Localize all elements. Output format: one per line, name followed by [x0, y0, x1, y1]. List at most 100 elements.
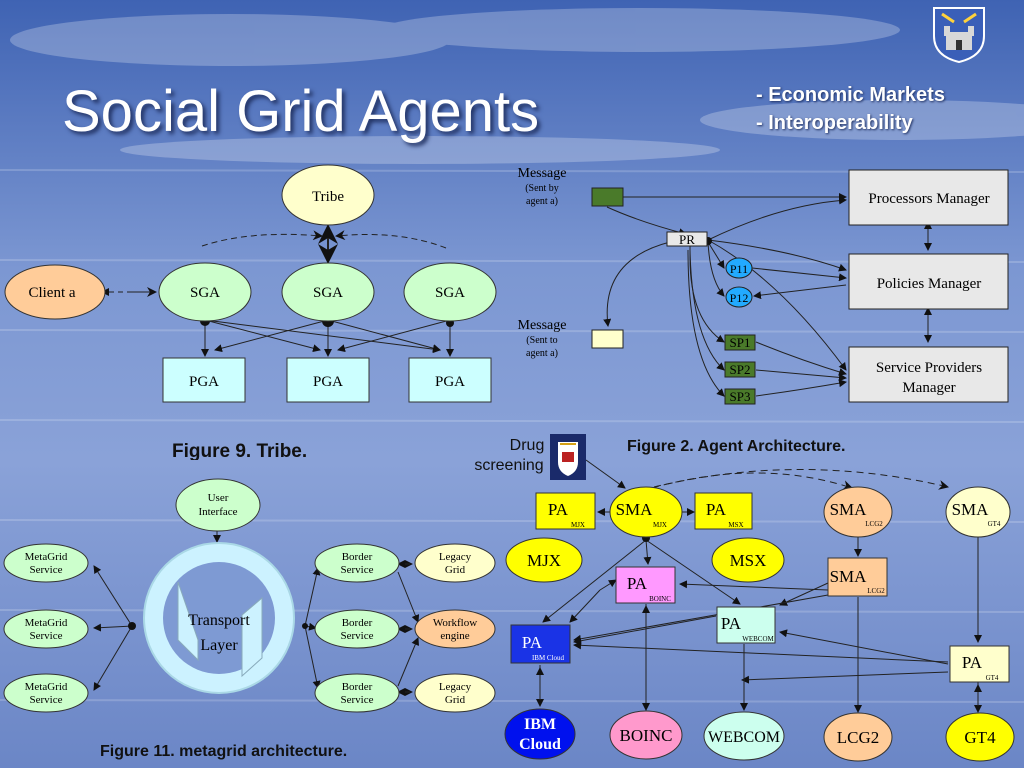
bullet-interoperability: - Interoperability — [756, 112, 913, 134]
pga-label-2: PGA — [313, 374, 343, 390]
pga-node-1 — [162, 357, 246, 403]
transport-label-line1: Transport — [188, 612, 250, 629]
message-in-title: Message — [518, 166, 567, 181]
metagrid-service-1-line2: Service — [30, 564, 63, 576]
metagrid-service-2-line1: MetaGrid — [25, 617, 68, 629]
pa-mjx-box — [535, 492, 596, 530]
pa-boinc-box — [615, 566, 676, 604]
pa-gt4-box — [949, 645, 1010, 683]
college-crest-icon — [550, 434, 586, 480]
tribe-diagram: Tribe Client a SGA SGA SGA PGA PGA PGA F… — [4, 164, 497, 460]
figure-2-caption: Figure 2. Agent Architecture. — [627, 438, 845, 455]
sga-label-1: SGA — [190, 285, 220, 301]
drug-screening-label-line2: screening — [474, 457, 543, 474]
sma-gt4-sub: GT4 — [988, 520, 1001, 528]
message-in-line2: (Sent by — [525, 183, 559, 194]
workflow-engine-line1: Workflow — [433, 617, 477, 629]
metagrid-service-3-line1: MetaGrid — [25, 681, 68, 693]
sga-node-2 — [281, 262, 375, 322]
slide-title: Social Grid Agents — [62, 79, 540, 144]
pa-ibm-cloud-sub: IBM Cloud — [532, 654, 565, 662]
metagrid-service-3-line2: Service — [30, 694, 63, 706]
resource-gt4-label: GT4 — [964, 728, 996, 747]
sma-gt4-node — [945, 486, 1011, 538]
sga-node-3 — [403, 262, 497, 322]
pga-label-3: PGA — [435, 374, 465, 390]
resource-lcg2-label: LCG2 — [837, 728, 880, 747]
pga-label-1: PGA — [189, 374, 219, 390]
tribe-label: Tribe — [312, 189, 344, 205]
pa-boinc-label: PA — [627, 574, 648, 593]
sp3-box — [724, 388, 756, 405]
resource-msx-label: MSX — [730, 551, 767, 570]
sma-lcg2-node — [823, 486, 893, 538]
pa-webcom-box — [716, 606, 776, 644]
metagrid-service-node-1 — [3, 543, 89, 583]
sp2-label: SP2 — [730, 362, 751, 377]
border-service-node-3 — [314, 673, 400, 713]
legacy-grid-2-line1: Legacy — [439, 681, 472, 693]
service-providers-manager-box — [848, 346, 1009, 403]
metagrid-service-1-line1: MetaGrid — [25, 551, 68, 563]
resource-gt4-node — [945, 712, 1015, 762]
resource-mjx-label: MJX — [527, 551, 561, 570]
pa-mjx-sub: MJX — [571, 521, 585, 529]
resource-lcg2-node — [823, 712, 893, 762]
client-label: Client a — [28, 285, 75, 301]
border-service-3-line2: Service — [341, 694, 374, 706]
metagrid-service-2-line2: Service — [30, 630, 63, 642]
processors-manager-label: Processors Manager — [868, 191, 989, 207]
transport-label-line2: Layer — [200, 637, 238, 654]
resource-mjx-node — [505, 537, 583, 583]
legacy-grid-node-1 — [414, 543, 496, 583]
legacy-grid-2-line2: Grid — [445, 694, 466, 706]
sma-mjx-label: SMA — [616, 500, 654, 519]
border-service-3-line1: Border — [342, 681, 373, 693]
sma-lcg2-sub: LCG2 — [865, 520, 883, 528]
metagrid-service-node-3 — [3, 673, 89, 713]
message-in-line3: agent a) — [526, 196, 558, 207]
sma-lcg2-box-sub: LCG2 — [867, 587, 885, 595]
bullet-economic-markets: - Economic Markets — [756, 84, 945, 106]
p11-node — [725, 257, 753, 279]
border-service-2-line2: Service — [341, 630, 374, 642]
pa-msx-label: PA — [706, 500, 727, 519]
pa-gt4-label: PA — [962, 653, 983, 672]
border-service-1-line2: Service — [341, 564, 374, 576]
sma-gt4-label: SMA — [952, 500, 990, 519]
resource-ibm-cloud-node — [504, 708, 576, 760]
message-out-line2: (Sent to — [526, 335, 557, 346]
sp2-box — [724, 361, 756, 378]
user-interface-node — [175, 478, 261, 532]
metagrid-service-node-2 — [3, 609, 89, 649]
sga-label-3: SGA — [435, 285, 465, 301]
pa-ibm-cloud-label: PA — [522, 633, 543, 652]
legacy-grid-1-line1: Legacy — [439, 551, 472, 563]
resource-webcom-node — [703, 711, 785, 761]
drug-screening-label-line1: Drug — [510, 437, 545, 454]
drug-screening-diagram: Drug screening Figure 2. Agent Architect… — [474, 434, 1015, 762]
border-service-2-line1: Border — [342, 617, 373, 629]
resource-webcom-label: WEBCOM — [708, 729, 780, 746]
sma-lcg2-box — [827, 557, 888, 597]
workflow-engine-node — [414, 609, 496, 649]
border-service-node-1 — [314, 543, 400, 583]
pa-webcom-label: PA — [721, 614, 742, 633]
client-node — [4, 264, 106, 320]
sga-node-1 — [158, 262, 252, 322]
pa-webcom-sub: WEBCOM — [742, 635, 774, 643]
pa-mjx-label: PA — [548, 500, 569, 519]
sma-lcg2-label: SMA — [830, 500, 868, 519]
sp1-box — [724, 334, 756, 351]
message-out-box — [591, 329, 624, 349]
legacy-grid-node-2 — [414, 673, 496, 713]
sma-mjx-sub: MJX — [653, 521, 667, 529]
policies-manager-label: Policies Manager — [877, 276, 982, 292]
sma-mjx-node — [609, 486, 683, 538]
sp3-label: SP3 — [730, 389, 751, 404]
user-interface-label-line2: Interface — [198, 506, 237, 518]
resource-boinc-node — [609, 710, 683, 760]
agent-architecture-diagram: Message (Sent by agent a) Message (Sent … — [518, 166, 1009, 405]
p11-label: P11 — [730, 262, 748, 276]
sp1-label: SP1 — [730, 335, 751, 350]
